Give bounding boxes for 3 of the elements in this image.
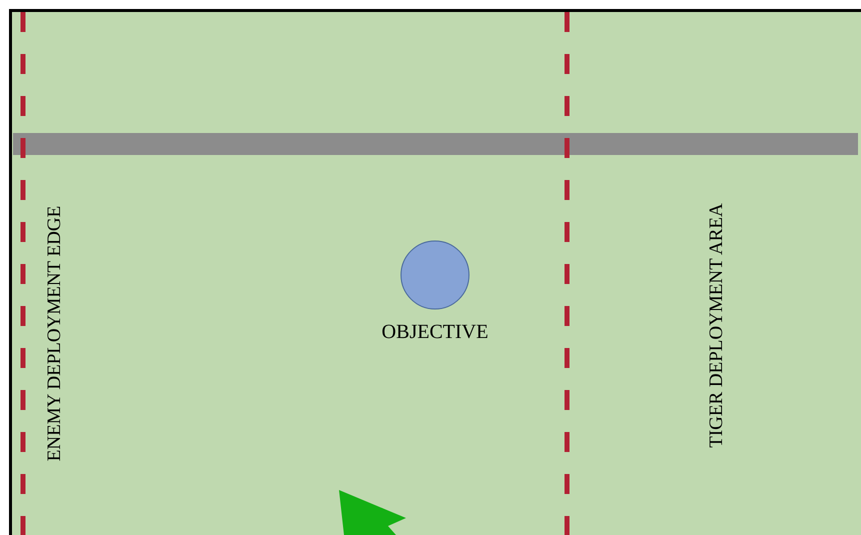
area-label: ENEMY DEPLOYMENT EDGE xyxy=(46,205,64,461)
objective-label: OBJECTIVE xyxy=(382,322,488,342)
area-label: TIGER DEPLOYMENT AREA xyxy=(706,202,726,448)
